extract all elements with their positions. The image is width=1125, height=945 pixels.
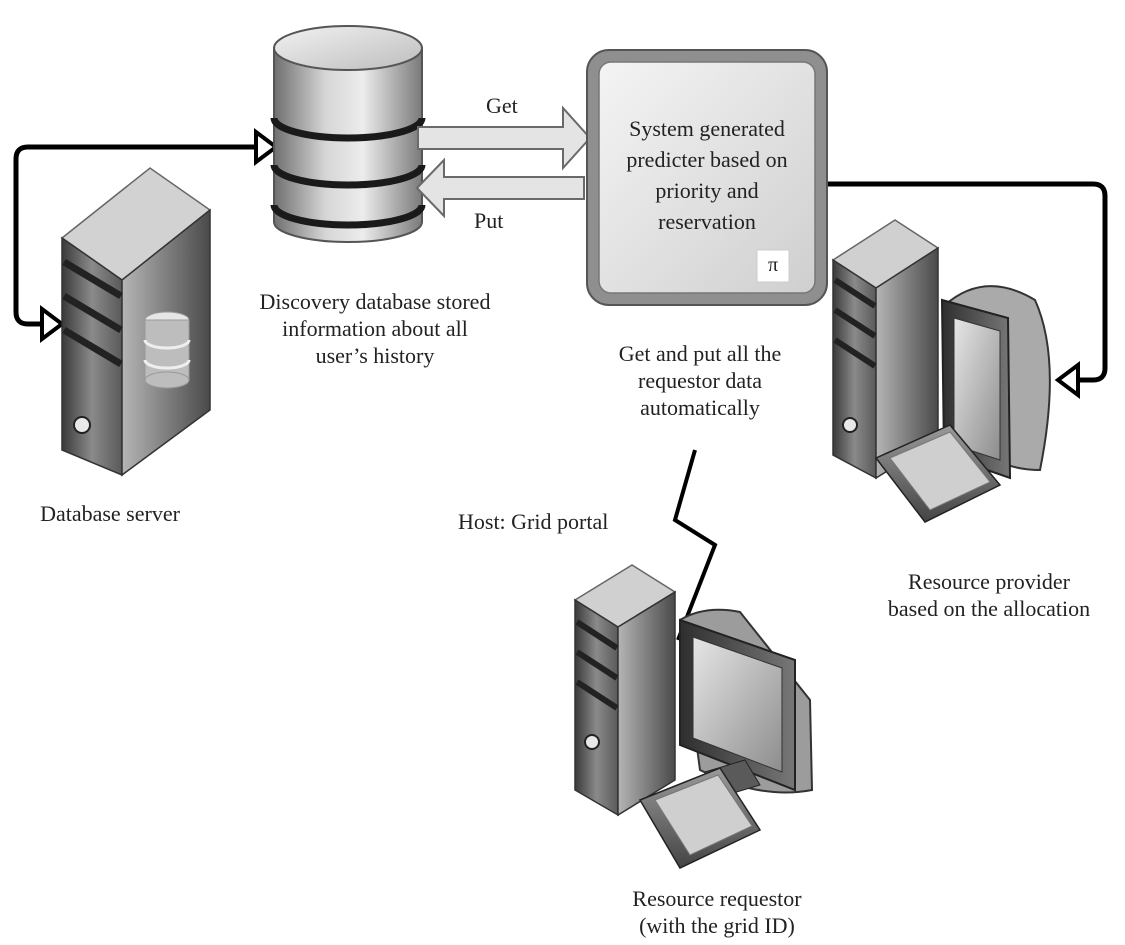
server-db-connector	[13, 128, 280, 343]
resource-requestor-computer-icon	[573, 564, 814, 869]
discovery-db-caption: Discovery database stored information ab…	[225, 288, 525, 369]
host-grid-portal-caption: Host: Grid portal	[458, 509, 609, 534]
caption-line: automatically	[640, 395, 760, 420]
caption-line: Resource requestor	[632, 886, 802, 911]
predictor-text: System generated predicter based on prio…	[603, 113, 811, 237]
resource-provider-caption: Resource provider based on the allocatio…	[858, 568, 1120, 622]
predictor-line: priority and	[655, 178, 759, 203]
get-put-caption: Get and put all the requestor data autom…	[565, 340, 835, 421]
pi-symbol: π	[767, 254, 779, 276]
get-label: Get	[486, 93, 518, 118]
caption-line: information about all	[282, 316, 468, 341]
caption-line: user’s history	[315, 343, 435, 368]
caption-line: Discovery database stored	[259, 289, 491, 314]
database-server-icon	[60, 167, 212, 477]
resource-provider-computer-icon	[831, 219, 1051, 523]
predictor-line: predicter based on	[626, 147, 788, 172]
predictor-line: reservation	[658, 209, 756, 234]
caption-line: based on the allocation	[887, 596, 1091, 621]
pi-badge	[756, 249, 790, 283]
put-label: Put	[474, 208, 504, 233]
arrowhead-to-provider	[1054, 361, 1080, 399]
arrowhead-to-server	[40, 305, 66, 343]
caption-line: requestor data	[638, 368, 762, 393]
caption-line: Get and put all the	[618, 341, 782, 366]
db-stack-icon	[143, 311, 191, 389]
predictor-box	[586, 49, 828, 306]
caption-line: (with the grid ID)	[639, 913, 795, 938]
predictor-line: System generated	[629, 116, 785, 141]
get-arrow	[417, 105, 592, 171]
resource-requestor-caption: Resource requestor (with the grid ID)	[592, 885, 842, 939]
predictor-provider-connector	[826, 181, 1108, 399]
put-arrow	[415, 157, 585, 219]
arrowhead-to-db	[254, 128, 280, 166]
caption-line: Resource provider	[908, 569, 1070, 594]
database-server-caption: Database server	[40, 501, 180, 526]
discovery-database-icon	[270, 25, 426, 243]
grid-portal-link	[672, 449, 718, 641]
